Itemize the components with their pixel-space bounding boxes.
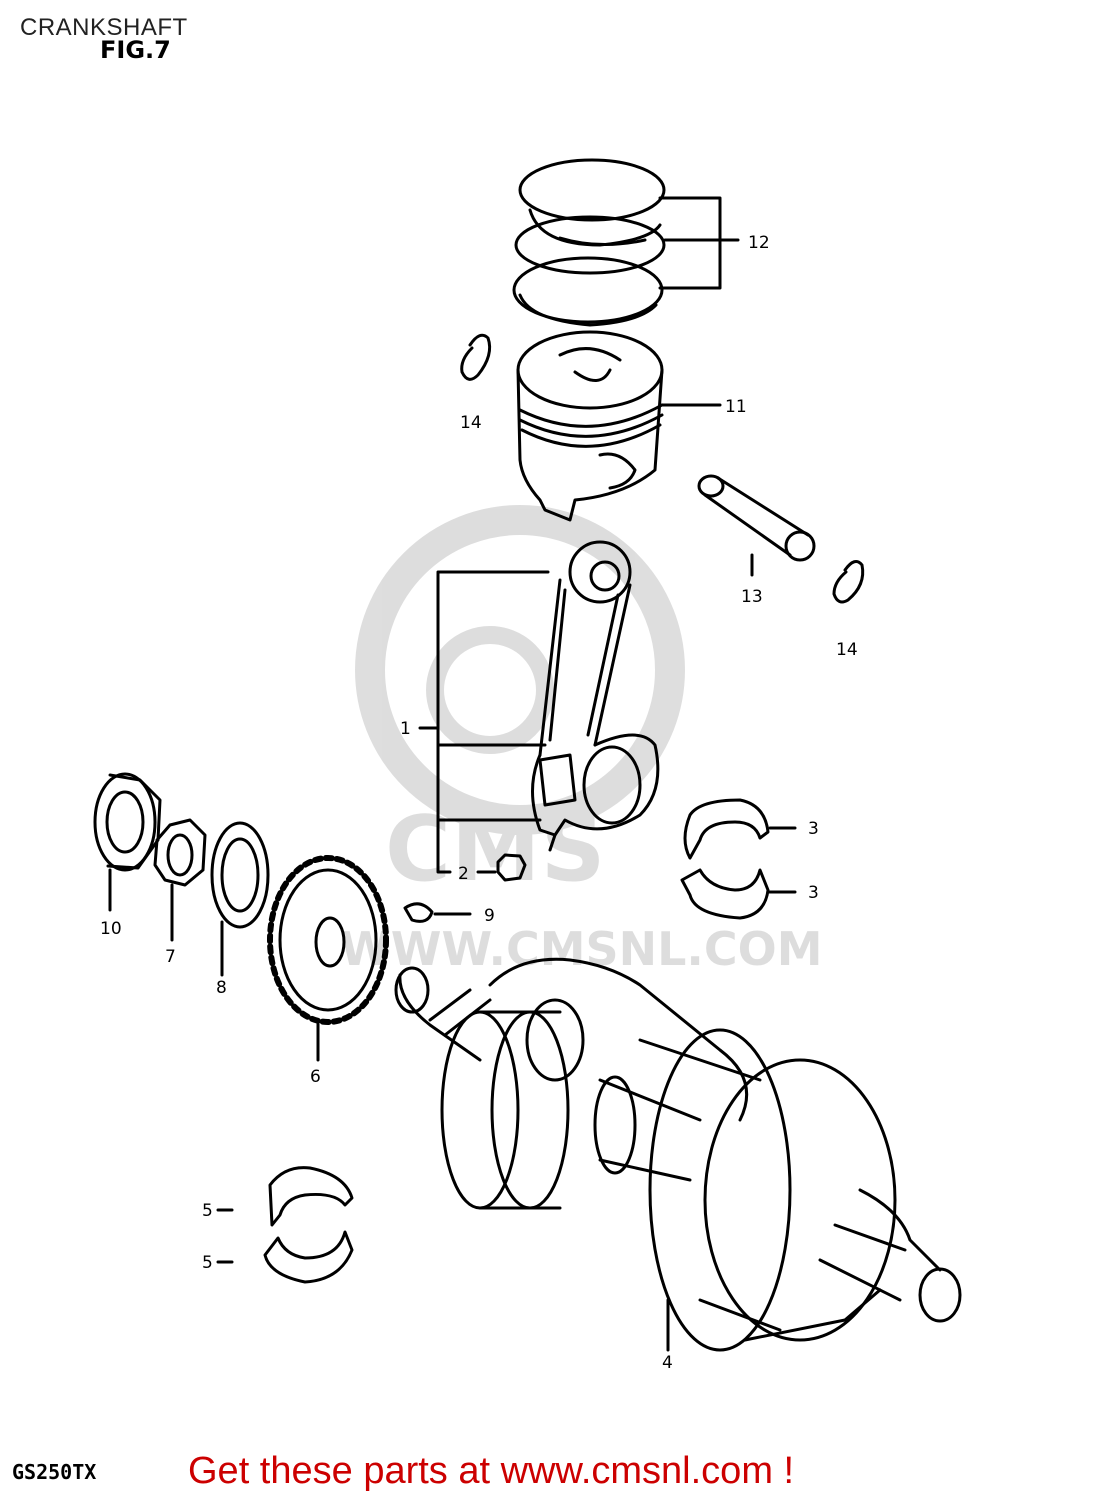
- model-code: GS250TX: [12, 1460, 97, 1484]
- callout-3-upper: 3: [808, 819, 819, 839]
- callout-9: 9: [484, 906, 495, 926]
- main-bearings: [216, 1166, 354, 1284]
- bracket-item-1: [418, 570, 550, 874]
- oil-seal: [93, 772, 162, 912]
- primary-gear: [267, 855, 389, 1062]
- woodruff-key: [403, 902, 472, 923]
- piston: [516, 330, 722, 522]
- hex-nut: [153, 818, 207, 942]
- callout-12: 12: [748, 233, 770, 253]
- rod-nut: [476, 853, 527, 882]
- page-title: CRANKSHAFT: [20, 14, 188, 41]
- crankpin-bearings: [680, 798, 797, 920]
- washer: [210, 821, 270, 977]
- callout-5-lower: 5: [202, 1253, 213, 1273]
- watermark-text: WWW.CMSNL.COM: [340, 922, 823, 976]
- callout-3-lower: 3: [808, 883, 819, 903]
- callout-4: 4: [662, 1353, 673, 1373]
- watermark: CMS WWW.CMSNL.COM: [340, 505, 823, 976]
- callout-10: 10: [100, 919, 122, 939]
- callout-6: 6: [310, 1067, 321, 1087]
- callout-14-right: 14: [836, 640, 858, 660]
- callout-8: 8: [216, 978, 227, 998]
- callout-1: 1: [400, 719, 411, 739]
- connecting-rod: [531, 540, 660, 852]
- circlip-right: [832, 559, 865, 604]
- callout-11: 11: [725, 397, 747, 417]
- figure-label: FIG.7: [100, 36, 171, 64]
- svg-text:CMS: CMS: [385, 797, 605, 902]
- piston-rings: [512, 158, 740, 327]
- circlip-left: [460, 333, 492, 381]
- callout-5-upper: 5: [202, 1201, 213, 1221]
- callout-2: 2: [458, 864, 469, 884]
- callout-14-left: 14: [460, 413, 482, 433]
- crankshaft: [394, 957, 962, 1352]
- piston-pin: [697, 474, 816, 577]
- promo-link[interactable]: Get these parts at www.cmsnl.com !: [188, 1450, 795, 1492]
- callout-13: 13: [741, 587, 763, 607]
- callout-7: 7: [165, 947, 176, 967]
